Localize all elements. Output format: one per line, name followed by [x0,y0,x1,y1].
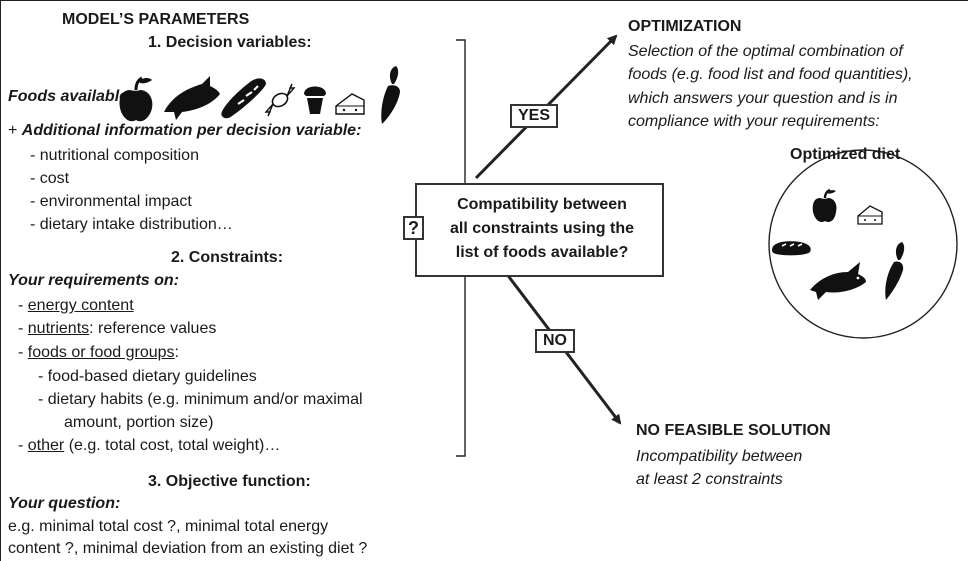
compatibility-line: all constraints using the [449,220,635,237]
objective-line: e.g. minimal total cost ?, minimal total… [8,518,329,535]
carrot-icon [885,242,905,300]
constraint-nutrients: - nutrients: reference values [18,320,217,337]
bread-icon [221,78,266,119]
optimization-line: compliance with your requirements: [628,113,880,130]
fish-icon [164,76,220,120]
cheese-icon [857,205,883,225]
constraint-sub-habits: - dietary habits (e.g. minimum and/or ma… [38,391,363,408]
bread-icon [772,241,811,256]
additional-info-label: Additional information per decision vari… [21,122,362,139]
decision-item: - environmental impact [30,193,192,210]
apple-icon [119,76,153,122]
constraints-heading: 2. Constraints: [171,249,284,266]
constraint-foods: - foods or food groups: [18,344,179,361]
constraint-sub-guidelines: - food-based dietary guidelines [38,368,257,385]
compatibility-question-box [415,183,664,277]
optimized-diet-foods [772,188,905,300]
constraint-energy: - energy content [18,297,134,314]
no-label: NO [535,329,575,353]
no-feasible-line: Incompatibility between [636,448,803,465]
optimization-title: OPTIMIZATION [628,18,742,35]
candy-icon [264,83,296,117]
objective-line: content ?, minimal deviation from an exi… [8,540,368,557]
decision-heading: 1. Decision variables: [148,34,312,51]
no-feasible-title: NO FEASIBLE SOLUTION [636,422,831,439]
optimized-diet-circle [768,149,958,339]
decision-item: - cost [30,170,70,187]
frame-top-border [0,0,968,1]
objective-heading: 3. Objective function: [148,473,311,490]
decision-item: - dietary intake distribution… [30,216,233,233]
optimization-line: which answers your question and is in [628,90,898,107]
frame-left-border [0,0,1,561]
optimization-line: foods (e.g. food list and food quantitie… [628,66,913,83]
no-feasible-line: at least 2 constraints [636,471,783,488]
fish-icon [810,262,866,300]
foods-available-label: Foods available: [8,88,134,105]
apple-icon [812,188,837,222]
additional-info-line: + Additional information per decision va… [8,121,361,141]
yes-label: YES [510,104,559,128]
question-label: Your question: [8,495,121,512]
constraint-sub-habits-cont: amount, portion size) [64,414,214,431]
compatibility-line: Compatibility between [457,196,627,213]
cheese-icon [335,93,365,115]
requirements-label: Your requirements on: [8,272,179,289]
parameters-title: MODEL’S PARAMETERS [62,11,250,28]
question-mark-badge: ? [403,216,424,240]
additional-prefix: + [8,122,18,139]
compatibility-line: list of foods available? [455,244,629,261]
optimization-line: Selection of the optimal combination of [628,43,903,60]
foods-icons-row [119,66,400,124]
muffin-icon [304,86,326,114]
constraint-other: - other (e.g. total cost, total weight)… [18,437,281,454]
optimized-diet-title: Optimized diet [790,146,901,163]
carrot-icon [381,66,400,124]
decision-item: - nutritional composition [30,147,199,164]
